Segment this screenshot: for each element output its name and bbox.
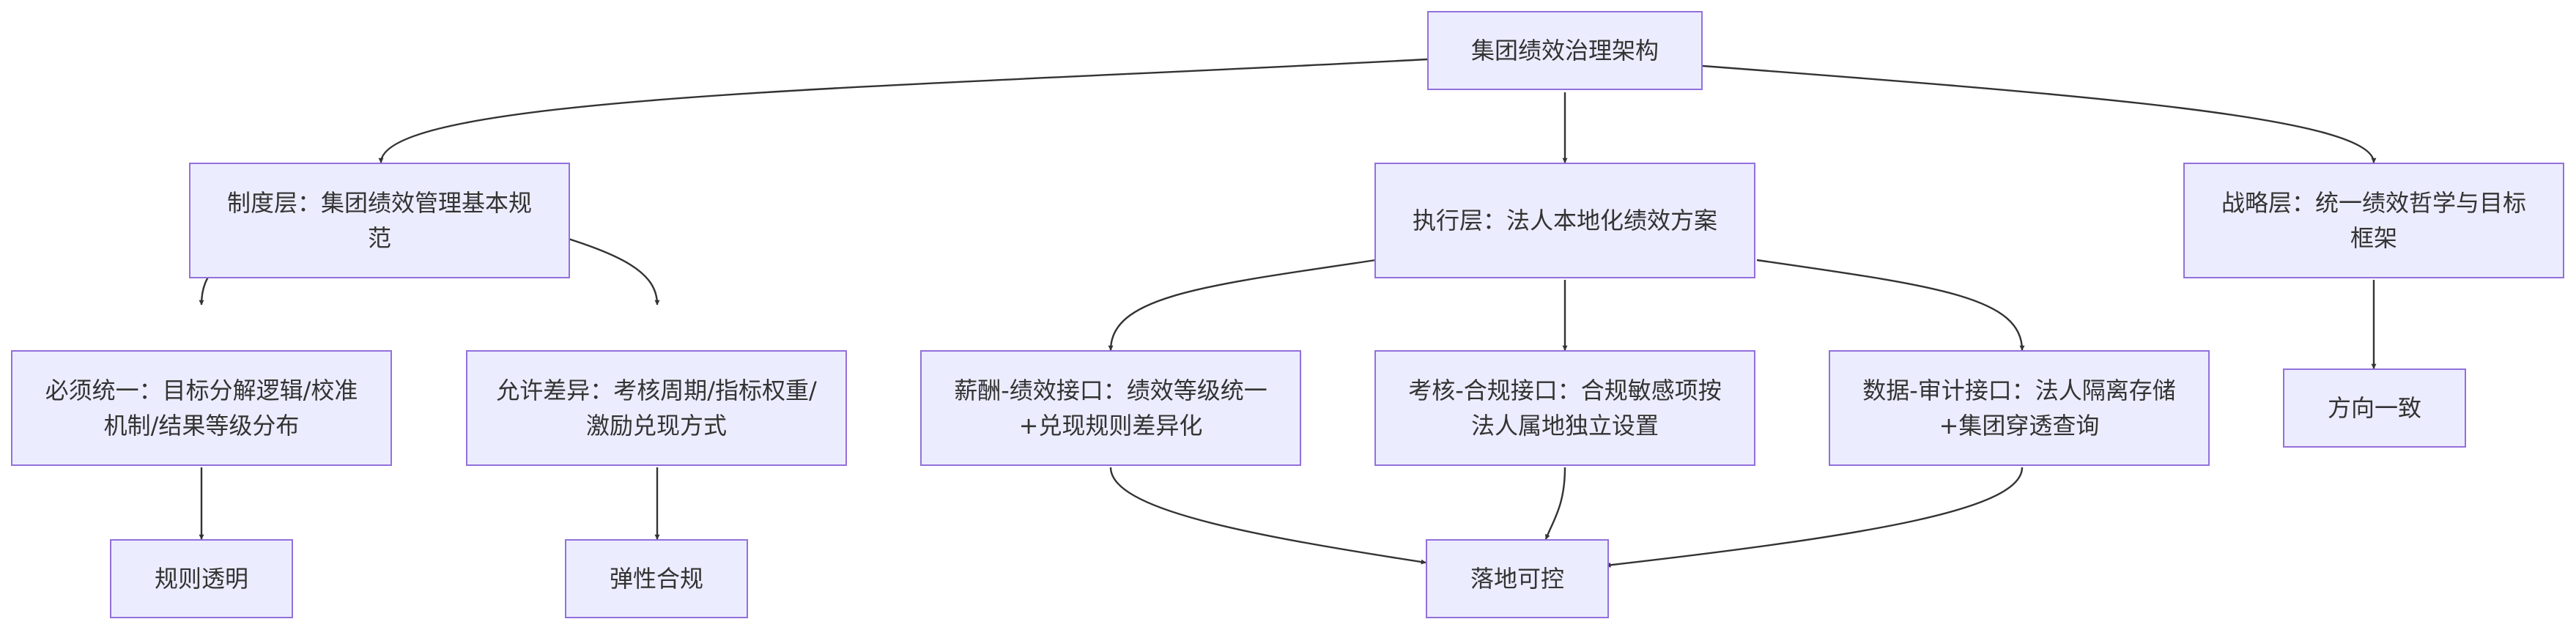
- node-implementable-label: 落地可控: [1470, 565, 1564, 593]
- node-allow-diff: 允许差异：考核周期/指标权重/激励兑现方式: [466, 350, 847, 466]
- node-execution-layer-label: 执行层：法人本地化绩效方案: [1412, 207, 1717, 234]
- node-institution-layer-label: 制度层：集团绩效管理基本规范: [226, 189, 532, 252]
- edge-execution-to-data-interface: [1756, 259, 2025, 351]
- node-compliance-interface-label: 考核-合规接口：合规敏感项按法人属地独立设置: [1408, 377, 1722, 440]
- node-flexible-compliance: 弹性合规: [565, 539, 748, 618]
- node-implementable: 落地可控: [1426, 539, 1609, 618]
- node-consistent-direction-label: 方向一致: [2327, 394, 2421, 422]
- node-flexible-compliance-label: 弹性合规: [609, 565, 703, 593]
- node-must-unify-label: 必须统一：目标分解逻辑/校准机制/结果等级分布: [45, 377, 358, 440]
- node-root-label: 集团绩效治理架构: [1470, 37, 1659, 64]
- edge-execution-to-salary-interface: [1108, 259, 1377, 351]
- node-consistent-direction: 方向一致: [2283, 368, 2466, 448]
- edge-root-to-institution: [378, 58, 1428, 163]
- node-allow-diff-label: 允许差异：考核周期/指标权重/激励兑现方式: [496, 377, 817, 440]
- node-must-unify: 必须统一：目标分解逻辑/校准机制/结果等级分布: [11, 350, 392, 466]
- node-strategy-layer: 战略层：统一绩效哲学与目标框架: [2183, 163, 2564, 278]
- node-strategy-layer-label: 战略层：统一绩效哲学与目标框架: [2221, 189, 2526, 252]
- node-salary-interface-label: 薪酬-绩效接口：绩效等级统一+兑现规则差异化: [954, 377, 1267, 440]
- edge-data-interface-to-implementable: [1605, 467, 2024, 568]
- edge-salary-interface-to-implementable: [1109, 467, 1426, 565]
- node-salary-interface: 薪酬-绩效接口：绩效等级统一+兑现规则差异化: [920, 350, 1301, 466]
- node-execution-layer: 执行层：法人本地化绩效方案: [1374, 163, 1755, 278]
- edge-root-to-strategy: [1702, 64, 2377, 163]
- node-root: 集团绩效治理架构: [1427, 11, 1703, 90]
- node-data-interface: 数据-审计接口：法人隔离存储+集团穿透查询: [1829, 350, 2210, 466]
- edge-compliance-interface-to-implementable: [1544, 467, 1566, 540]
- node-compliance-interface: 考核-合规接口：合规敏感项按法人属地独立设置: [1374, 350, 1755, 466]
- edge-institution-to-allow-diff: [549, 231, 660, 305]
- node-institution-layer: 制度层：集团绩效管理基本规范: [189, 163, 570, 278]
- node-data-interface-label: 数据-审计接口：法人隔离存储+集团穿透查询: [1862, 377, 2176, 440]
- node-rule-transparency-label: 规则透明: [154, 565, 248, 593]
- node-rule-transparency: 规则透明: [110, 539, 293, 618]
